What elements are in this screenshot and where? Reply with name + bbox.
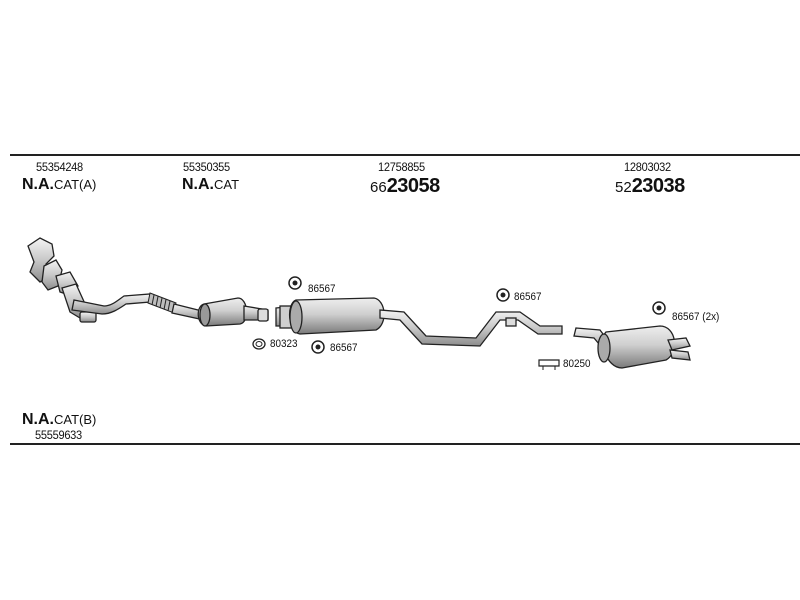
bracket-icon — [538, 359, 560, 370]
clamp-icon — [252, 338, 266, 350]
part-label-1: N.A.CAT(A) — [22, 176, 96, 194]
callout-hanger-2: 86567 — [330, 342, 358, 354]
part-code-3: 6623058 — [370, 175, 440, 199]
part-code-3-main: 23058 — [386, 175, 441, 197]
hanger-icon — [288, 276, 302, 290]
callout-hanger-4: 86567 (2x) — [672, 311, 720, 323]
callout-hanger-1: 86567 — [308, 283, 336, 295]
part-number-4: 12803032 — [624, 160, 671, 174]
part-label-2-suffix: CAT — [214, 177, 240, 192]
bottom-part-label-bold: N.A. — [22, 411, 54, 428]
front-pipe — [71, 293, 151, 315]
part-code-4: 5223038 — [615, 175, 685, 199]
header-rule — [10, 154, 800, 156]
bottom-part-label: N.A.CAT(B) — [22, 411, 96, 429]
part-number-1: 55354248 — [36, 160, 83, 174]
hanger-icon — [311, 340, 325, 354]
part-number-3: 12758855 — [378, 160, 425, 174]
part-label-1-bold: N.A. — [22, 176, 54, 193]
rear-mid-pipe — [379, 309, 563, 347]
part-code-4-main: 23038 — [631, 175, 686, 197]
callout-bracket: 80250 — [563, 358, 591, 370]
hanger-icon — [496, 288, 510, 302]
footer-rule — [10, 443, 800, 445]
hanger-icon — [652, 301, 666, 315]
part-label-2-bold: N.A. — [182, 176, 214, 193]
part-code-3-prefix: 66 — [370, 179, 387, 196]
catalytic-converter — [197, 297, 269, 327]
flex-joint — [147, 292, 177, 314]
exhaust-manifold — [27, 237, 97, 323]
part-label-2: N.A.CAT — [182, 176, 239, 194]
part-label-1-suffix: CAT(A) — [54, 177, 97, 192]
callout-clamp: 80323 — [270, 338, 298, 350]
bottom-part-number: 55559633 — [35, 428, 82, 442]
part-code-4-prefix: 52 — [615, 179, 632, 196]
bottom-part-label-suffix: CAT(B) — [54, 412, 97, 427]
callout-hanger-3: 86567 — [514, 291, 542, 303]
rear-silencer — [573, 325, 691, 369]
middle-silencer — [275, 297, 385, 335]
part-number-2: 55350355 — [183, 160, 230, 174]
